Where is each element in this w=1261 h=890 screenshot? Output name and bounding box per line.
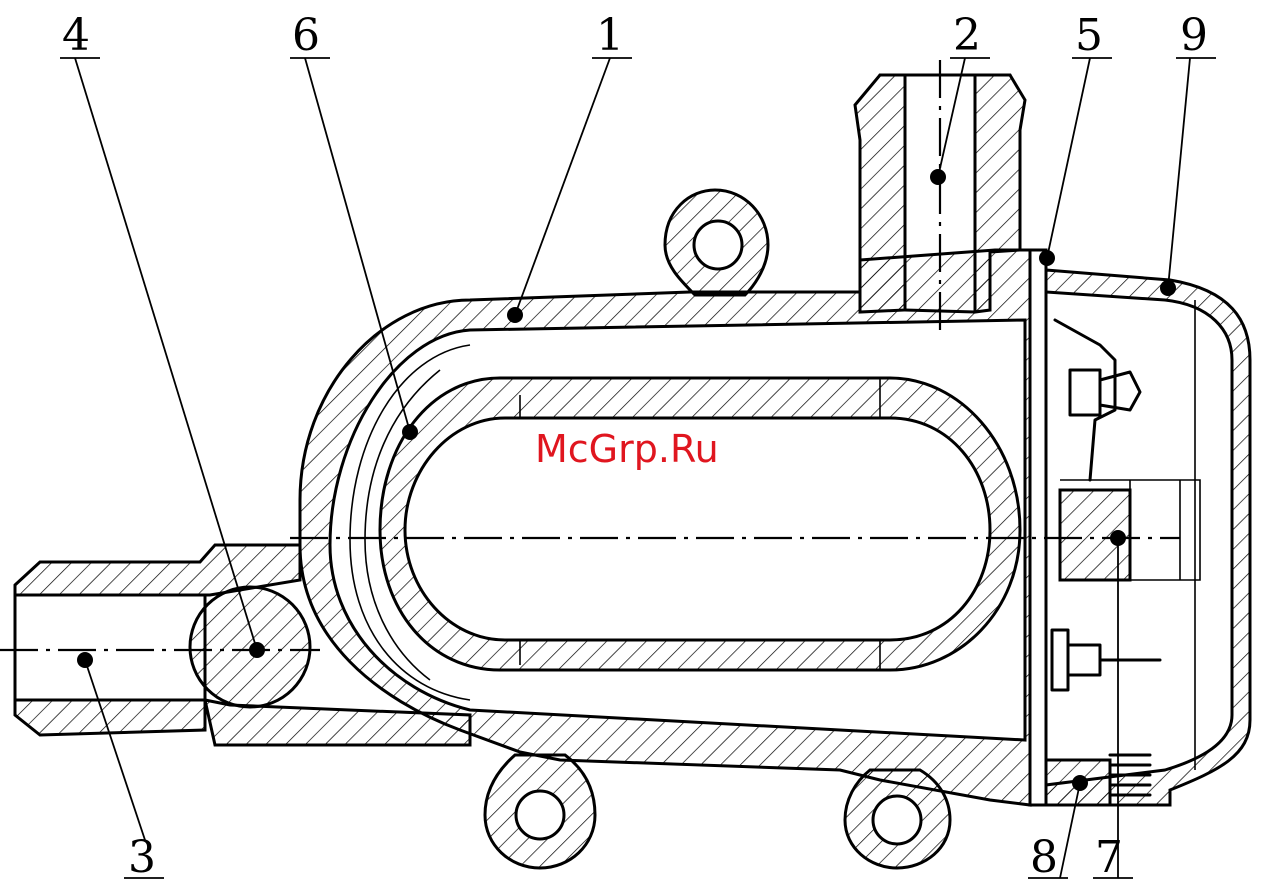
callout-3: 3 <box>128 832 156 883</box>
callout-5: 5 <box>1075 10 1103 61</box>
callout-7: 7 <box>1095 832 1123 883</box>
spring-bracket <box>1055 320 1115 480</box>
left-pipe-outline <box>15 595 205 700</box>
top-pipe-wall-left <box>855 75 905 312</box>
callout-1: 1 <box>596 10 624 61</box>
bottom-left-mounting-hole <box>516 791 564 839</box>
clip <box>1070 370 1140 415</box>
pin-assembly <box>1052 630 1160 690</box>
top-mounting-hole <box>694 221 742 269</box>
inner-tube-line-a <box>520 378 880 670</box>
leader-1 <box>515 58 610 315</box>
dot-3 <box>77 652 93 668</box>
callout-8: 8 <box>1030 832 1058 883</box>
dot-1 <box>507 307 523 323</box>
leader-3 <box>85 660 145 840</box>
dot-9 <box>1160 280 1176 296</box>
leader-5 <box>1047 58 1090 258</box>
callout-9: 9 <box>1180 10 1208 61</box>
dot-6 <box>402 424 418 440</box>
callout-2: 2 <box>953 10 981 61</box>
leader-9 <box>1168 58 1190 288</box>
cover-flange-plate <box>1030 250 1046 805</box>
callout-4: 4 <box>62 10 90 61</box>
dot-5 <box>1039 250 1055 266</box>
inner-tube <box>380 378 1020 670</box>
end-cover <box>1030 250 1250 805</box>
dot-2 <box>930 169 946 185</box>
watermark-text: McGrp.Ru <box>535 427 719 471</box>
bottom-right-mounting-hole <box>873 796 921 844</box>
dot-8 <box>1072 775 1088 791</box>
callout-6: 6 <box>292 10 320 61</box>
dot-7 <box>1110 530 1126 546</box>
dot-4 <box>249 642 265 658</box>
